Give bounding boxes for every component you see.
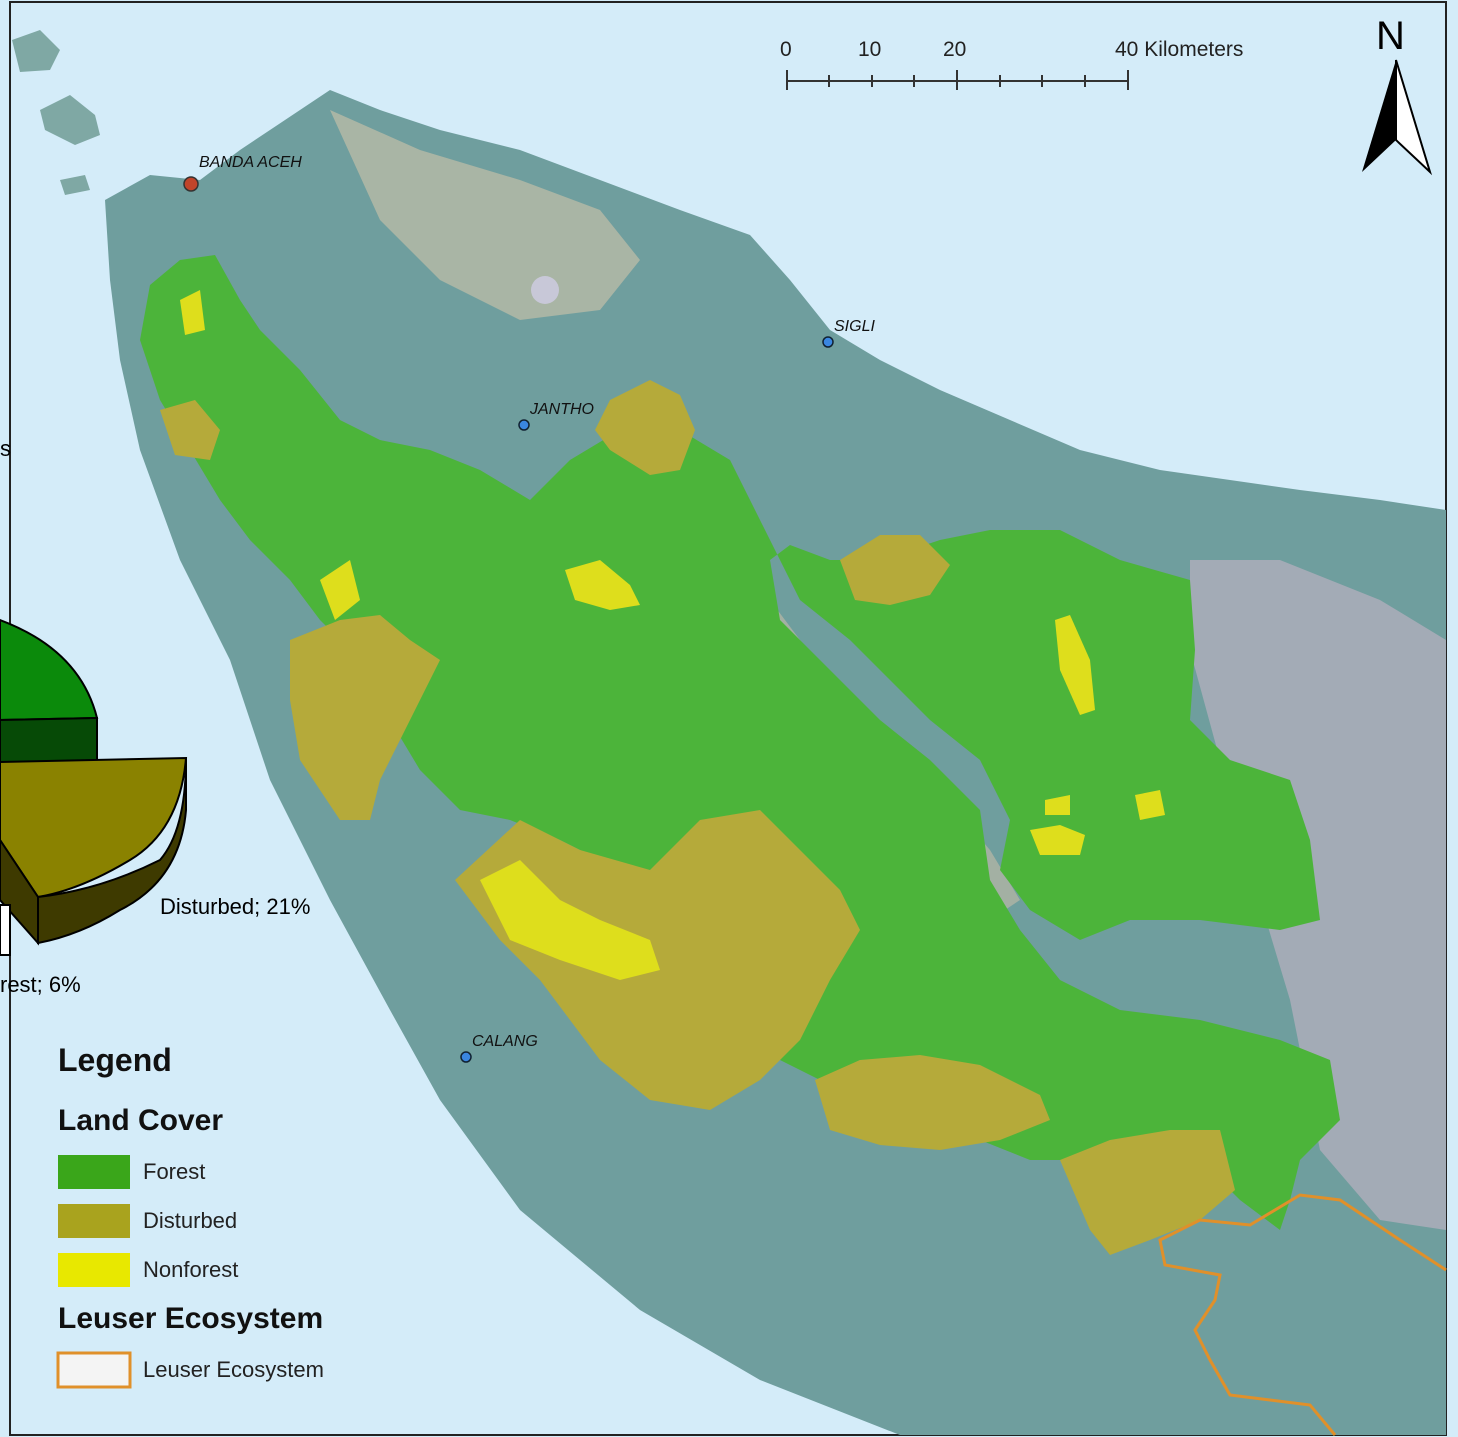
town-marker-banda-aceh[interactable]	[183, 176, 199, 192]
nonforest-area	[180, 290, 205, 335]
north-letter: N	[1376, 14, 1405, 58]
volcano-peak	[531, 276, 559, 304]
scale-label-10: 10	[858, 38, 882, 61]
disturbed-area	[1060, 1130, 1235, 1255]
nonforest-area	[480, 860, 660, 980]
legend-label-forest: Forest	[143, 1159, 206, 1184]
disturbed-area	[290, 615, 440, 820]
forest-area	[140, 255, 1340, 1230]
north-arrow-icon	[1362, 59, 1433, 176]
pie-slice-nonforest-edge	[0, 904, 11, 956]
island	[12, 30, 60, 72]
inset-pie-chart	[0, 618, 188, 956]
leuser-ecosystem-boundary	[1158, 1193, 1447, 1436]
nonforest-area	[1045, 795, 1070, 815]
legend-panel: Legend Land Cover Forest Disturbed Nonfo…	[58, 1040, 438, 1400]
legend-swatch-leuser	[56, 1351, 132, 1389]
legend-label-nonforest: Nonforest	[143, 1257, 239, 1282]
legend-label-disturbed: Disturbed	[143, 1208, 238, 1233]
legend-label-leuser: Leuser Ecosystem	[143, 1357, 324, 1382]
pie-slice-forest-side	[0, 716, 98, 763]
disturbed-area	[455, 810, 860, 1110]
highland-area	[1190, 560, 1446, 1230]
pie-label-nonforest: rest; 6%	[0, 972, 81, 997]
nonforest-area	[565, 560, 640, 610]
pie-slice-disturbed-top	[0, 756, 188, 899]
pie-slice-disturbed-side	[37, 757, 187, 945]
nonforest-area	[1135, 790, 1165, 820]
island	[60, 175, 90, 195]
legend-swatch-nonforest	[58, 1253, 130, 1287]
legend-swatch-disturbed	[58, 1204, 130, 1238]
town-label-jantho: JANTHO	[530, 401, 594, 418]
pie-label-disturbed: Disturbed; 21%	[160, 894, 311, 919]
scale-label-0: 0	[780, 38, 792, 61]
highland-area	[330, 110, 640, 320]
pie-label-partial: s	[0, 436, 11, 461]
disturbed-area	[840, 535, 950, 605]
legend-title: Legend	[58, 1042, 172, 1078]
legend-swatch-forest	[58, 1155, 130, 1189]
disturbed-area	[815, 1055, 1050, 1150]
nonforest-area	[1055, 615, 1095, 715]
scale-label-20: 20	[943, 38, 967, 61]
town-label-calang: CALANG	[472, 1033, 538, 1050]
scale-bar	[786, 70, 1129, 90]
island	[40, 95, 100, 145]
town-marker-jantho[interactable]	[518, 419, 530, 431]
disturbed-area	[595, 380, 695, 475]
town-marker-calang[interactable]	[460, 1051, 472, 1063]
pie-slice-disturbed-side-left	[0, 838, 39, 946]
town-label-sigli: SIGLI	[834, 318, 875, 335]
nonforest-area	[320, 560, 360, 620]
disturbed-area	[160, 400, 220, 460]
town-marker-sigli[interactable]	[822, 336, 834, 348]
town-label-banda-aceh: BANDA ACEH	[199, 154, 302, 171]
legend-leuser-title: Leuser Ecosystem	[58, 1302, 324, 1335]
scale-label-40-kilometers: 40 Kilometers	[1115, 38, 1244, 61]
nonforest-area	[1030, 825, 1085, 855]
legend-land-cover-title: Land Cover	[58, 1104, 224, 1137]
